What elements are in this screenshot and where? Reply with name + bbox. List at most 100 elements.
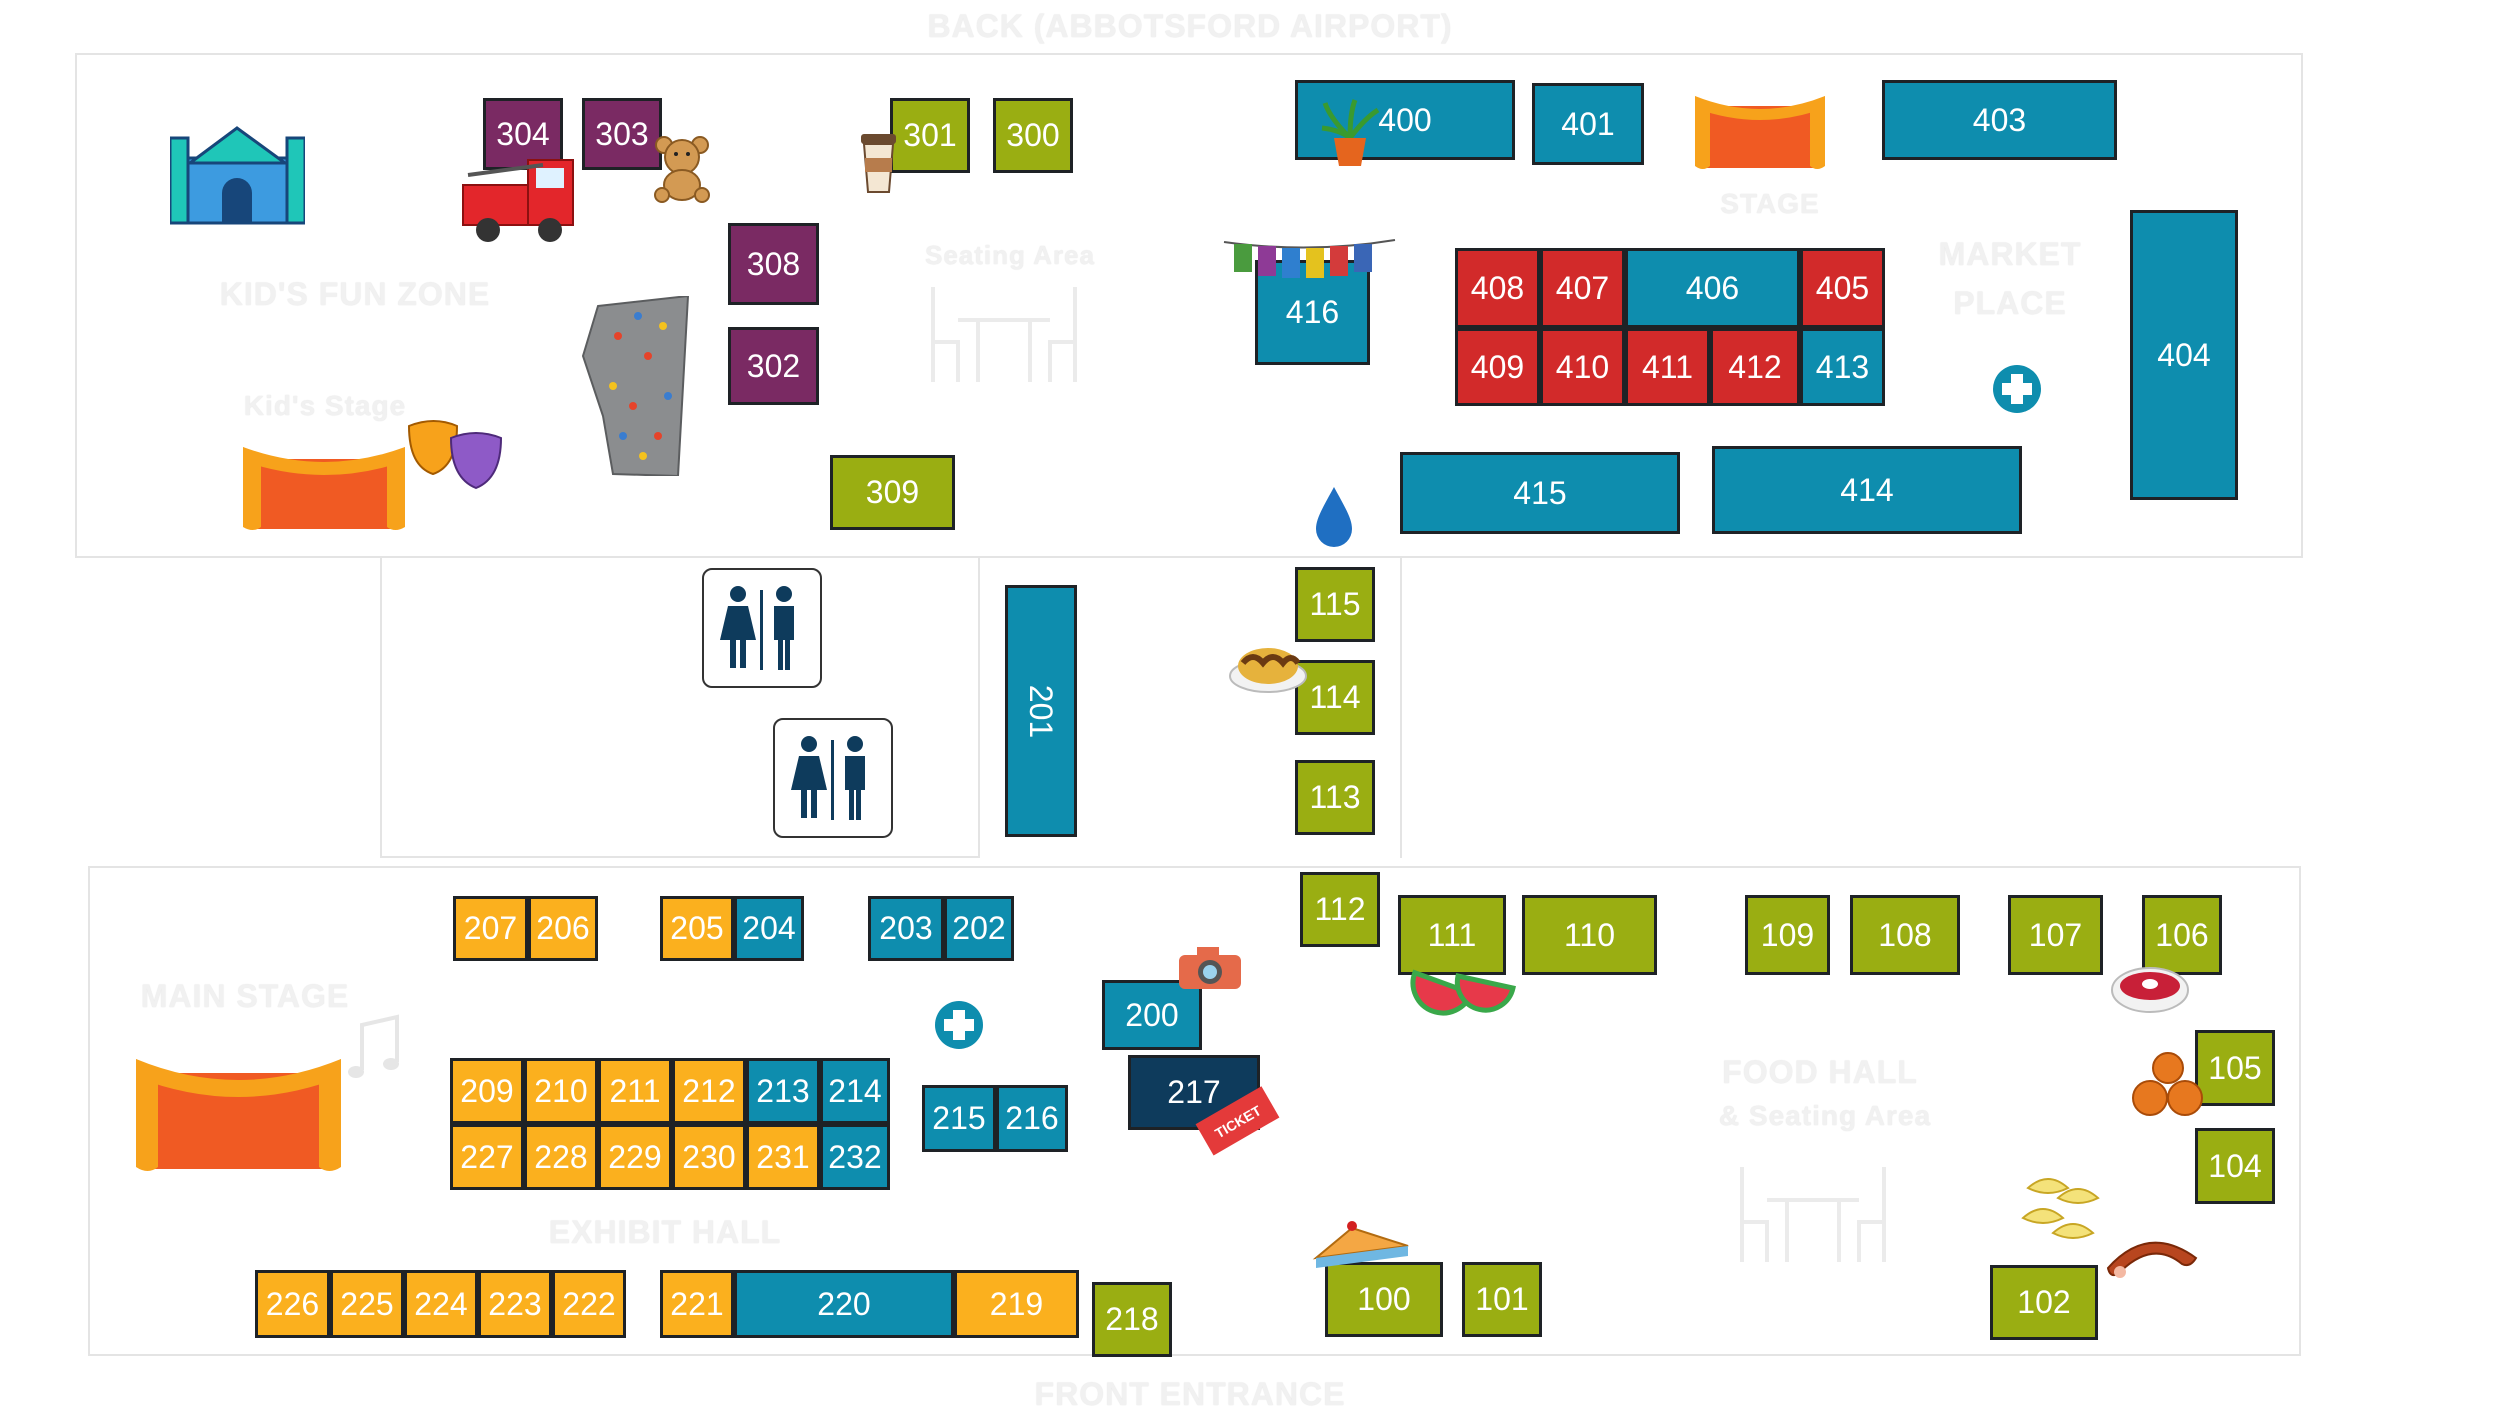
booth-302[interactable]: 302 <box>728 327 819 405</box>
booth-207[interactable]: 207 <box>453 896 528 961</box>
booth-211[interactable]: 211 <box>598 1058 672 1124</box>
booth-202[interactable]: 202 <box>944 896 1014 961</box>
booth-107[interactable]: 107 <box>2008 895 2103 975</box>
booth-224[interactable]: 224 <box>404 1270 478 1338</box>
first-aid-icon <box>935 1001 983 1049</box>
booth-406[interactable]: 406 <box>1625 248 1800 328</box>
booth-403[interactable]: 403 <box>1882 80 2117 160</box>
booth-203[interactable]: 203 <box>868 896 944 961</box>
booth-228[interactable]: 228 <box>524 1124 598 1190</box>
right-hall-outline <box>1400 558 2303 858</box>
restroom-icon[interactable] <box>773 718 893 838</box>
restroom-figures-icon <box>720 586 794 670</box>
booth-217[interactable]: 217 <box>1128 1055 1260 1130</box>
booth-number: 225 <box>340 1285 394 1322</box>
booth-number: 203 <box>879 910 933 946</box>
booth-number: 101 <box>1475 1281 1529 1317</box>
booth-308[interactable]: 308 <box>728 223 819 305</box>
booth-104[interactable]: 104 <box>2195 1128 2275 1204</box>
booth-404[interactable]: 404 <box>2130 210 2238 500</box>
booth-number: 223 <box>488 1285 542 1322</box>
booth-108[interactable]: 108 <box>1850 895 1960 975</box>
booth-109[interactable]: 109 <box>1745 895 1830 975</box>
booth-number: 106 <box>2155 916 2209 953</box>
booth-113[interactable]: 113 <box>1295 760 1375 835</box>
booth-114[interactable]: 114 <box>1295 660 1375 735</box>
booth-405[interactable]: 405 <box>1800 248 1885 328</box>
booth-216[interactable]: 216 <box>996 1085 1068 1152</box>
booth-106[interactable]: 106 <box>2142 895 2222 975</box>
booth-222[interactable]: 222 <box>552 1270 626 1338</box>
booth-408[interactable]: 408 <box>1455 248 1540 328</box>
booth-number: 224 <box>414 1285 468 1322</box>
booth-201[interactable]: 201 <box>1005 585 1077 837</box>
booth-209[interactable]: 209 <box>450 1058 524 1124</box>
booth-301[interactable]: 301 <box>890 98 970 173</box>
booth-411[interactable]: 411 <box>1625 328 1710 406</box>
booth-410[interactable]: 410 <box>1540 328 1625 406</box>
booth-number: 408 <box>1470 269 1525 306</box>
donuts-icon <box>2132 1052 2203 1116</box>
booth-414[interactable]: 414 <box>1712 446 2022 534</box>
booth-232[interactable]: 232 <box>820 1124 890 1190</box>
booth-102[interactable]: 102 <box>1990 1265 2098 1340</box>
booth-number: 303 <box>595 115 649 152</box>
booth-221[interactable]: 221 <box>660 1270 734 1338</box>
booth-100[interactable]: 100 <box>1325 1262 1443 1337</box>
booth-213[interactable]: 213 <box>746 1058 820 1124</box>
booth-218[interactable]: 218 <box>1092 1282 1172 1357</box>
booth-number: 209 <box>460 1072 514 1109</box>
booth-number: 410 <box>1555 348 1610 385</box>
booth-225[interactable]: 225 <box>330 1270 404 1338</box>
booth-401[interactable]: 401 <box>1532 83 1644 165</box>
booth-303[interactable]: 303 <box>582 98 662 170</box>
booth-212[interactable]: 212 <box>672 1058 746 1124</box>
booth-230[interactable]: 230 <box>672 1124 746 1190</box>
booth-413[interactable]: 413 <box>1800 328 1885 406</box>
booth-206[interactable]: 206 <box>528 896 598 961</box>
booth-204[interactable]: 204 <box>734 896 804 961</box>
booth-110[interactable]: 110 <box>1522 895 1657 975</box>
booth-number: 214 <box>828 1072 882 1109</box>
booth-231[interactable]: 231 <box>746 1124 820 1190</box>
booth-229[interactable]: 229 <box>598 1124 672 1190</box>
market-place-label-1: MARKET <box>1938 236 2082 272</box>
booth-409[interactable]: 409 <box>1455 328 1540 406</box>
booth-number: 403 <box>1972 101 2027 138</box>
booth-226[interactable]: 226 <box>255 1270 330 1338</box>
booth-220[interactable]: 220 <box>734 1270 954 1338</box>
booth-223[interactable]: 223 <box>478 1270 552 1338</box>
booth-101[interactable]: 101 <box>1462 1262 1542 1337</box>
booth-number: 228 <box>534 1138 588 1175</box>
booth-number: 207 <box>463 910 518 946</box>
booth-210[interactable]: 210 <box>524 1058 598 1124</box>
restroom-icon[interactable] <box>702 568 822 688</box>
booth-205[interactable]: 205 <box>660 896 734 961</box>
booth-number: 114 <box>1309 679 1361 715</box>
borscht-icon <box>2111 967 2189 1013</box>
booth-112[interactable]: 112 <box>1300 872 1380 947</box>
booth-415[interactable]: 415 <box>1400 452 1680 534</box>
booth-309[interactable]: 309 <box>830 455 955 530</box>
front-entrance-label: FRONT ENTRANCE <box>1034 1376 1346 1412</box>
poutine-icon <box>1229 648 1307 693</box>
booth-111[interactable]: 111 <box>1398 895 1506 975</box>
restroom-figures-icon <box>791 736 865 820</box>
booth-407[interactable]: 407 <box>1540 248 1625 328</box>
stage-icon <box>1695 96 1825 169</box>
booth-400[interactable]: 400 <box>1295 80 1515 160</box>
booth-300[interactable]: 300 <box>993 98 1073 173</box>
booth-219[interactable]: 219 <box>954 1270 1079 1338</box>
booth-105[interactable]: 105 <box>2195 1030 2275 1106</box>
booth-number: 406 <box>1685 269 1740 306</box>
booth-200[interactable]: 200 <box>1102 980 1202 1050</box>
booth-number: 205 <box>670 910 724 946</box>
booth-number: 222 <box>562 1285 616 1322</box>
booth-215[interactable]: 215 <box>922 1085 996 1152</box>
booth-227[interactable]: 227 <box>450 1124 524 1190</box>
booth-115[interactable]: 115 <box>1295 567 1375 642</box>
booth-number: 226 <box>265 1285 320 1322</box>
booth-412[interactable]: 412 <box>1710 328 1800 406</box>
booth-number: 411 <box>1641 348 1693 385</box>
booth-214[interactable]: 214 <box>820 1058 890 1124</box>
